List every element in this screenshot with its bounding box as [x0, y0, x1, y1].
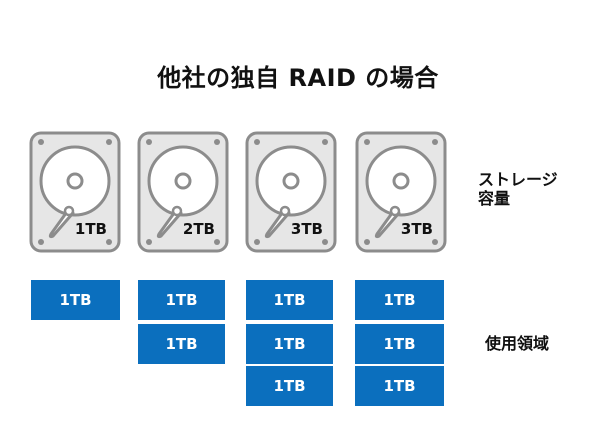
hard-drive-2: 2TB — [137, 131, 229, 253]
used-area-block: 1TB — [246, 324, 333, 364]
used-area-block: 1TB — [138, 280, 225, 320]
drive-capacity-label: 3TB — [290, 220, 323, 238]
used-area-block: 1TB — [355, 324, 444, 364]
hard-disk-drive-icon — [355, 131, 447, 253]
hard-disk-drive-icon — [137, 131, 229, 253]
hard-drive-4: 3TB — [355, 131, 447, 253]
hard-disk-drive-icon — [29, 131, 121, 253]
used-area-block: 1TB — [31, 280, 120, 320]
storage-capacity-line-2: 容量 — [478, 189, 511, 208]
drive-capacity-label: 1TB — [74, 220, 107, 238]
used-area-block: 1TB — [246, 366, 333, 406]
used-area-block: 1TB — [138, 324, 225, 364]
storage-capacity-line-1: ストレージ — [478, 170, 558, 189]
drive-capacity-label: 2TB — [182, 220, 215, 238]
diagram-title: 他社の独自 RAID の場合 — [157, 64, 439, 92]
used-area-block: 1TB — [355, 366, 444, 406]
used-area-block: 1TB — [246, 280, 333, 320]
hard-disk-drive-icon — [245, 131, 337, 253]
used-area-label: 使用領域 — [485, 334, 550, 353]
storage-capacity-label: ストレージ 容量 — [478, 170, 558, 208]
hard-drive-1: 1TB — [29, 131, 121, 253]
drive-capacity-label: 3TB — [400, 220, 433, 238]
hard-drive-3: 3TB — [245, 131, 337, 253]
used-area-block: 1TB — [355, 280, 444, 320]
